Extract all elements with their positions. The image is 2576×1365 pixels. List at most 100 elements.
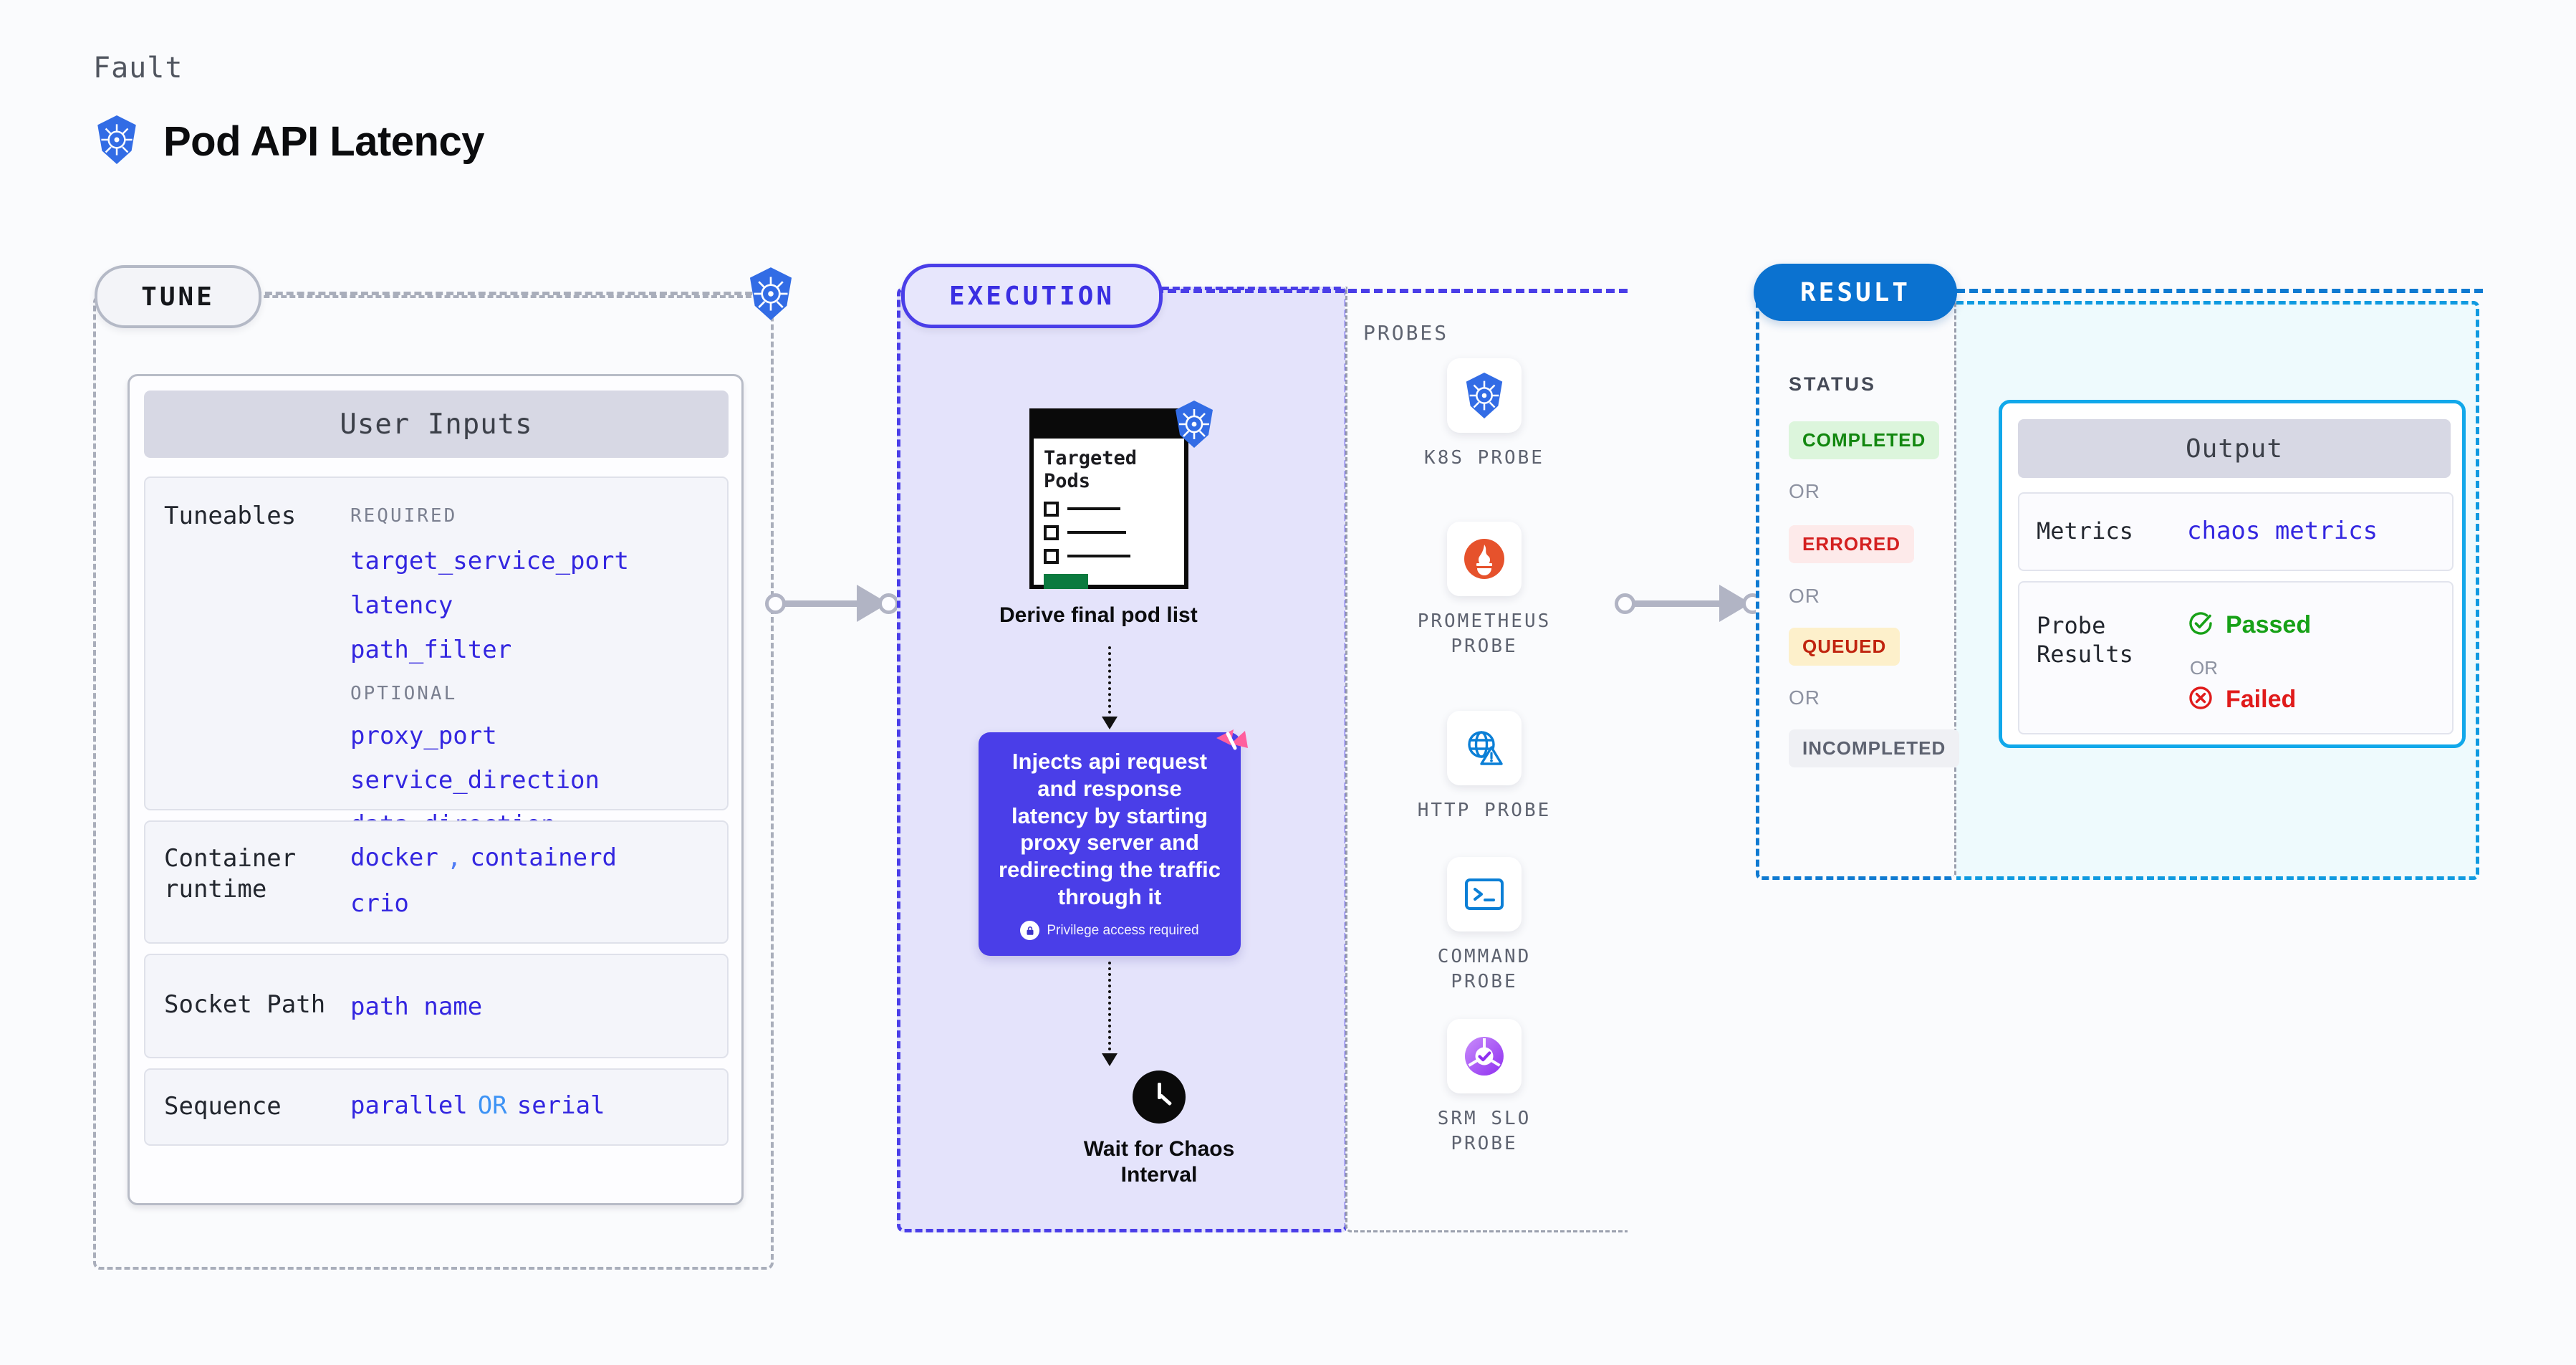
output-title: Output bbox=[2185, 434, 2284, 464]
status-title: STATUS bbox=[1789, 373, 1876, 395]
terminal-icon bbox=[1447, 857, 1522, 931]
container-runtime-label: Container runtime bbox=[164, 844, 297, 904]
sequence-parallel[interactable]: parallel bbox=[350, 1091, 468, 1120]
required-label: REQUIRED bbox=[350, 505, 458, 527]
sequence-or: OR bbox=[477, 1091, 507, 1120]
failed-label: Failed bbox=[2226, 686, 2297, 713]
status-badge-completed: COMPLETED bbox=[1789, 421, 1940, 459]
clock-icon bbox=[1133, 1071, 1186, 1124]
socket-path-card: Socket Path path name bbox=[144, 954, 729, 1058]
tune-stage-boundary bbox=[93, 295, 774, 1270]
progress-bar bbox=[1044, 573, 1088, 589]
window-titlebar bbox=[1029, 408, 1188, 439]
passed-label: Passed bbox=[2226, 611, 2312, 638]
status-or: OR bbox=[1789, 480, 1820, 502]
flow-connector bbox=[1108, 646, 1111, 719]
execution-stage-pill[interactable]: EXECUTION bbox=[901, 264, 1163, 328]
page-title: Pod API Latency bbox=[163, 118, 485, 165]
runtime-crio[interactable]: crio bbox=[350, 889, 409, 918]
user-inputs-card: User Inputs Tuneables REQUIRED target_se… bbox=[128, 374, 744, 1205]
metrics-value[interactable]: chaos metrics bbox=[2187, 517, 2378, 545]
privilege-note: Privilege access required bbox=[979, 921, 1241, 940]
connector-execution-to-result bbox=[1615, 582, 1771, 625]
probe-label: K8S PROBE bbox=[1424, 447, 1544, 469]
sequence-card: Sequence parallel OR serial bbox=[144, 1068, 729, 1146]
execution-boundary-line bbox=[1155, 289, 1628, 293]
tuneables-label: Tuneables bbox=[164, 502, 297, 530]
socket-path-value[interactable]: path name bbox=[350, 992, 483, 1021]
runtime-docker[interactable]: docker bbox=[350, 843, 438, 872]
sequence-serial[interactable]: serial bbox=[516, 1091, 605, 1120]
probe-srm-slo[interactable]: SRM SLO PROBE bbox=[1413, 1019, 1556, 1156]
kubernetes-icon bbox=[93, 115, 140, 168]
user-inputs-title: User Inputs bbox=[340, 408, 533, 441]
tuneable-latency[interactable]: latency bbox=[350, 591, 453, 620]
inject-description: Injects api request and response latency… bbox=[998, 749, 1221, 910]
tune-stage-pill[interactable]: TUNE bbox=[95, 265, 261, 328]
targeted-pods-caption: Derive final pod list bbox=[999, 603, 1198, 627]
kubernetes-icon bbox=[745, 267, 797, 320]
targeted-pods-node[interactable]: Targeted Pods Derive final pod list bbox=[999, 401, 1213, 628]
kubernetes-icon bbox=[1171, 400, 1220, 449]
tuneable-target-service-port[interactable]: target_service_port bbox=[350, 547, 629, 575]
flow-arrowhead bbox=[1102, 717, 1118, 729]
probe-result-or: OR bbox=[2190, 657, 2218, 679]
harness-chaos-icon bbox=[1209, 724, 1251, 765]
user-inputs-header: User Inputs bbox=[144, 391, 729, 458]
probe-result-failed: Failed bbox=[2187, 684, 2296, 715]
wait-for-chaos-label: Wait for Chaos Interval bbox=[1083, 1137, 1235, 1187]
probe-label: PROMETHEUS PROBE bbox=[1417, 610, 1552, 658]
tune-stage-label: TUNE bbox=[141, 282, 215, 312]
tune-boundary-line bbox=[254, 292, 763, 295]
targeted-pods-title: Targeted Pods bbox=[1044, 447, 1138, 492]
tuneable-proxy-port[interactable]: proxy_port bbox=[350, 722, 497, 750]
probe-result-passed: Passed bbox=[2187, 610, 2311, 641]
prometheus-icon bbox=[1447, 522, 1522, 596]
page-eyebrow: Fault bbox=[93, 52, 183, 85]
flow-connector bbox=[1108, 962, 1111, 1056]
status-badge-incompleted: INCOMPLETED bbox=[1789, 729, 1960, 767]
inject-latency-node[interactable]: Injects api request and response latency… bbox=[979, 729, 1248, 956]
result-boundary-line bbox=[1956, 289, 2483, 293]
output-card: Output Metrics chaos metrics Probe Resul… bbox=[1999, 400, 2466, 748]
socket-path-label: Socket Path bbox=[164, 990, 326, 1019]
result-stage-label: RESULT bbox=[1799, 277, 1911, 307]
wait-for-chaos-node[interactable]: Wait for Chaos Interval bbox=[1066, 1071, 1252, 1188]
status-or: OR bbox=[1789, 585, 1820, 607]
result-stage-pill[interactable]: RESULT bbox=[1754, 264, 1957, 321]
output-header: Output bbox=[2018, 419, 2451, 478]
result-stage-boundary bbox=[1756, 287, 1956, 880]
probe-results-row: Probe Results Passed OR Failed bbox=[2018, 581, 2454, 734]
tuneable-service-direction[interactable]: service_direction bbox=[350, 766, 600, 795]
check-circle-icon bbox=[2187, 610, 2214, 641]
execution-stage-label: EXECUTION bbox=[948, 281, 1115, 311]
probes-title: PROBES bbox=[1363, 321, 1449, 345]
tuneable-path-filter[interactable]: path_filter bbox=[350, 636, 512, 664]
metrics-label: Metrics bbox=[2037, 517, 2133, 545]
list-item bbox=[1044, 548, 1177, 564]
probe-command[interactable]: COMMAND PROBE bbox=[1413, 857, 1556, 995]
list-item bbox=[1044, 525, 1177, 540]
probe-http[interactable]: HTTP PROBE bbox=[1413, 711, 1556, 823]
metrics-row: Metrics chaos metrics bbox=[2018, 492, 2454, 571]
http-globe-warning-icon bbox=[1447, 711, 1522, 785]
status-badge-errored: ERRORED bbox=[1789, 525, 1915, 563]
x-circle-icon bbox=[2187, 684, 2214, 715]
probe-prometheus[interactable]: PROMETHEUS PROBE bbox=[1413, 522, 1556, 659]
runtime-separator: , bbox=[446, 843, 462, 872]
status-or: OR bbox=[1789, 686, 1820, 709]
container-runtime-card: Container runtime docker , containerd cr… bbox=[144, 820, 729, 944]
probe-k8s[interactable]: K8S PROBE bbox=[1413, 358, 1556, 471]
page-header: Pod API Latency bbox=[93, 115, 485, 168]
privilege-note-text: Privilege access required bbox=[1047, 922, 1199, 938]
tuneables-card: Tuneables REQUIRED target_service_port l… bbox=[144, 476, 729, 839]
probe-label: HTTP PROBE bbox=[1417, 800, 1552, 821]
list-item bbox=[1044, 501, 1177, 517]
probe-results-label: Probe Results bbox=[2037, 612, 2133, 668]
runtime-containerd[interactable]: containerd bbox=[470, 843, 617, 872]
sequence-label: Sequence bbox=[164, 1092, 282, 1121]
kubernetes-icon bbox=[1447, 358, 1522, 433]
flow-arrowhead bbox=[1102, 1053, 1118, 1066]
srm-slo-donut-check-icon bbox=[1447, 1019, 1522, 1093]
probe-label: COMMAND PROBE bbox=[1437, 946, 1532, 993]
